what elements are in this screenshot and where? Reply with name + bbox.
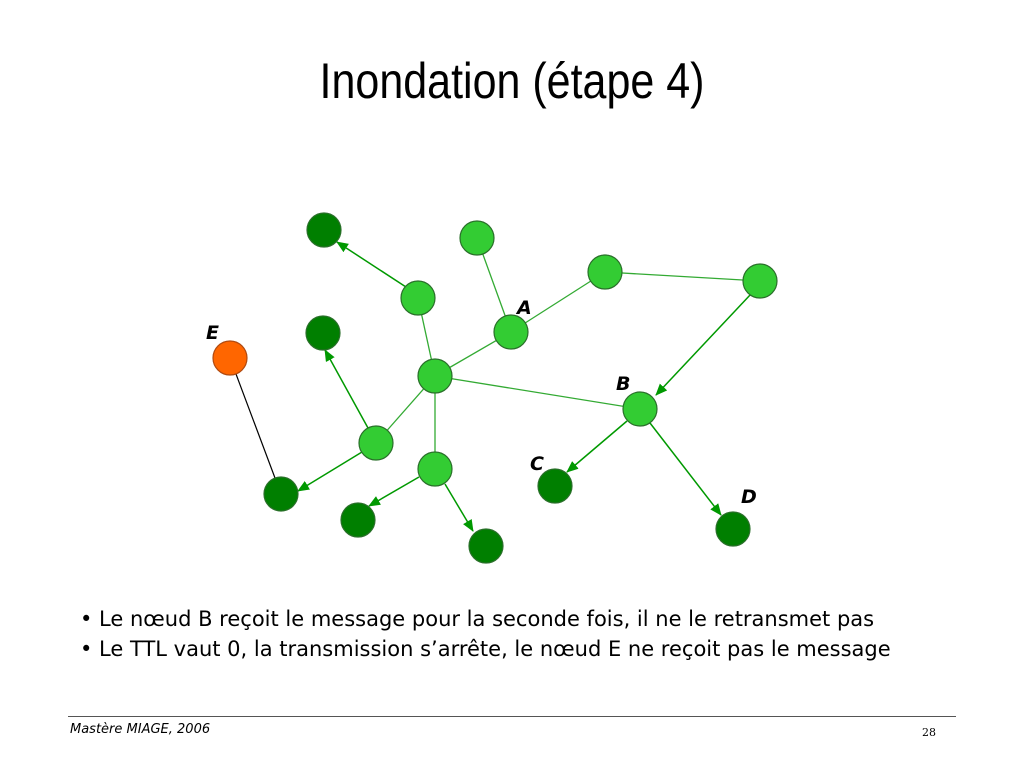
node-a bbox=[493, 314, 529, 350]
footer-caption: Mastère MIAGE, 2006 bbox=[70, 722, 211, 737]
message-arrow bbox=[297, 451, 363, 492]
node bbox=[400, 280, 436, 316]
link bbox=[434, 375, 641, 410]
message-arrow bbox=[336, 241, 407, 288]
node-e bbox=[212, 340, 248, 376]
node bbox=[417, 451, 453, 487]
node bbox=[263, 476, 299, 512]
message-arrow bbox=[655, 293, 752, 396]
bullet-item: • Le nœud B reçoit le message pour la se… bbox=[80, 607, 875, 631]
node bbox=[305, 315, 341, 351]
message-arrow bbox=[368, 476, 420, 507]
label-a: A bbox=[515, 297, 532, 319]
nodes bbox=[212, 212, 778, 564]
message-arrow bbox=[324, 349, 369, 429]
network-diagram: A B C D E bbox=[206, 212, 778, 564]
node-b bbox=[622, 391, 658, 427]
node-c bbox=[537, 468, 573, 504]
label-b: B bbox=[616, 373, 630, 395]
label-c: C bbox=[530, 453, 544, 475]
node bbox=[459, 220, 495, 256]
node bbox=[340, 502, 376, 538]
link-to-e bbox=[229, 357, 282, 495]
message-arrows bbox=[297, 241, 752, 532]
page-number: 28 bbox=[922, 726, 936, 739]
link bbox=[604, 271, 761, 282]
message-arrow bbox=[649, 422, 722, 516]
node bbox=[417, 358, 453, 394]
node bbox=[742, 263, 778, 299]
node bbox=[306, 212, 342, 248]
slide-title: Inondation (étape 4) bbox=[319, 53, 705, 109]
node-d bbox=[715, 511, 751, 547]
message-arrow bbox=[444, 483, 474, 532]
node bbox=[358, 425, 394, 461]
links bbox=[375, 237, 761, 469]
bullet-item: • Le TTL vaut 0, la transmission s’arrêt… bbox=[80, 637, 891, 661]
footer-divider bbox=[68, 716, 956, 717]
label-d: D bbox=[741, 486, 757, 508]
link bbox=[510, 271, 606, 333]
message-arrow bbox=[566, 420, 628, 473]
bullet-list: • Le nœud B reçoit le message pour la se… bbox=[80, 604, 950, 664]
label-e: E bbox=[206, 322, 219, 344]
node bbox=[587, 254, 623, 290]
node bbox=[468, 528, 504, 564]
